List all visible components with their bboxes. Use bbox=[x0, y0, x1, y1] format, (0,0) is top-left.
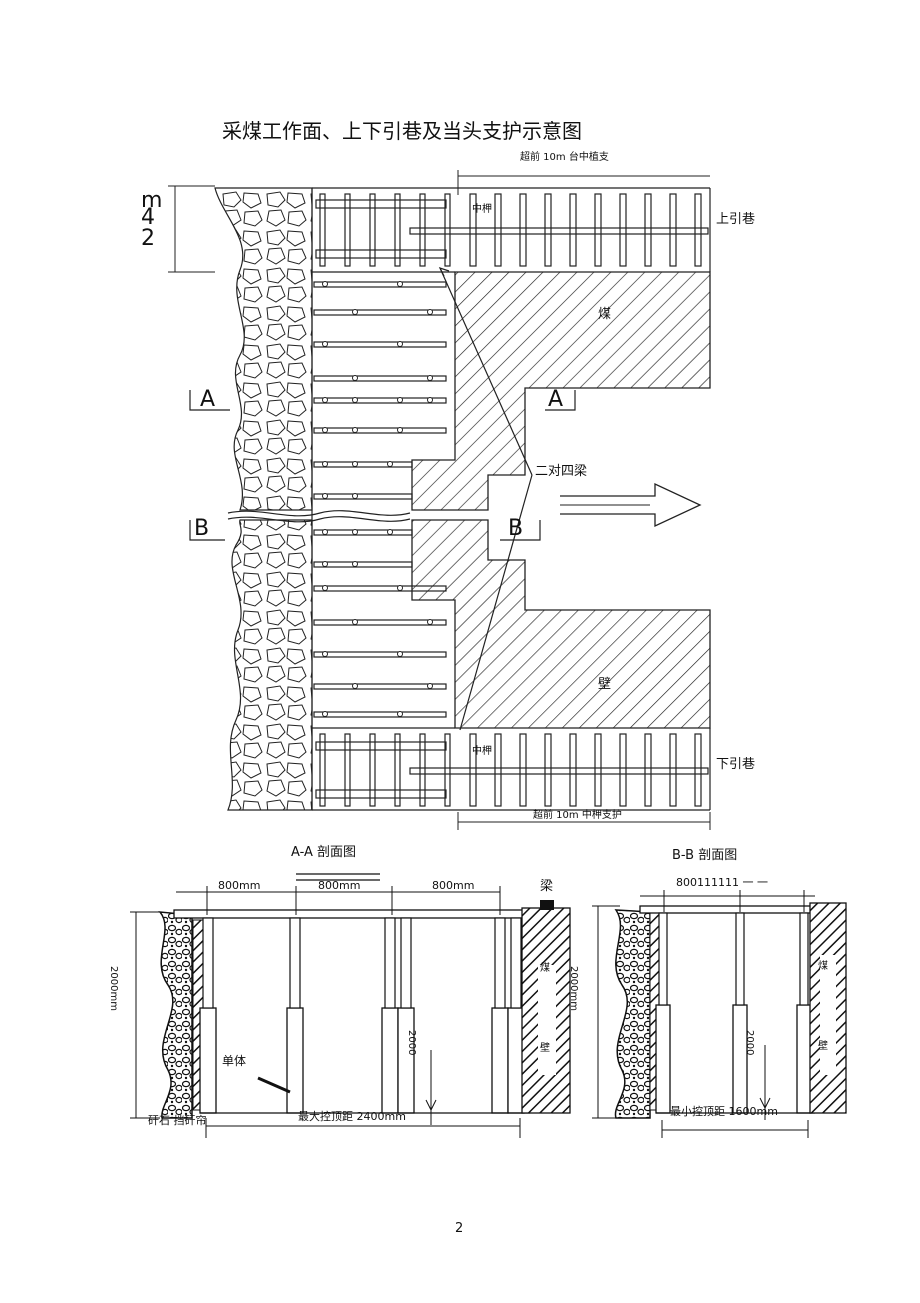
coal-seam-upper bbox=[411, 271, 711, 511]
wall-label: 壁 bbox=[598, 677, 612, 692]
height-digit-4: 4 bbox=[141, 205, 155, 230]
section-b-right: B bbox=[508, 516, 524, 541]
gob-rock-upper bbox=[214, 187, 313, 511]
gangue-curtain-label: 矸石 挡矸帘 bbox=[148, 1114, 207, 1127]
aa-dim-1: 800mm bbox=[218, 879, 261, 892]
bb-wall-side-label: 壁 bbox=[818, 1041, 828, 1052]
aa-coal-side-label: 煤 bbox=[540, 963, 550, 974]
section-a-right: A bbox=[548, 387, 564, 412]
aa-dim-2: 800mm bbox=[318, 879, 361, 892]
single-prop-label: 单体 bbox=[222, 1054, 247, 1068]
face-props bbox=[322, 281, 433, 717]
bb-height-dim: 2000mm bbox=[568, 966, 579, 1011]
coal-seam-lower bbox=[411, 519, 711, 729]
height-digit-2: 2 bbox=[141, 226, 155, 251]
mid-prop-lower-label: 中柙 bbox=[472, 746, 492, 757]
bb-coal-side-label: 煤 bbox=[818, 961, 828, 972]
lower-roadway-label: 下引巷 bbox=[716, 757, 756, 772]
bb-section-title: B-B 剖面图 bbox=[672, 848, 738, 863]
bb-section bbox=[592, 890, 847, 1138]
height-unit-m: m bbox=[141, 188, 163, 213]
aa-post-height: 2000 bbox=[406, 1030, 417, 1056]
upper-roadway-supports bbox=[315, 193, 709, 267]
two-pairs-four-beams-label: 二对四梁 bbox=[535, 464, 588, 479]
diagram-title: 采煤工作面、上下引巷及当头支护示意图 bbox=[222, 119, 582, 143]
mid-prop-upper-label: 中柙 bbox=[472, 204, 492, 215]
bb-post-height: 2000 bbox=[744, 1030, 755, 1056]
bb-dims: 800111111 一 一 bbox=[676, 876, 768, 889]
page-number: 2 bbox=[455, 1221, 464, 1236]
lower-roadway-supports bbox=[315, 733, 709, 807]
upper-roadway-label: 上引巷 bbox=[716, 212, 756, 227]
coal-label: 煤 bbox=[598, 307, 612, 322]
aa-wall-side-label: 壁 bbox=[540, 1043, 550, 1054]
max-span-label: 最大控顶距 2400mm bbox=[298, 1110, 406, 1123]
aa-dim-3: 800mm bbox=[432, 879, 475, 892]
section-b-left: B bbox=[194, 516, 210, 541]
aa-height-dim: 2000mm bbox=[108, 966, 119, 1011]
lower-advance-note: 超前 10m 中柙支护 bbox=[533, 810, 622, 821]
upper-advance-note: 超前 10m 台中植支 bbox=[520, 152, 609, 163]
section-a-left: A bbox=[200, 387, 216, 412]
face-beams bbox=[313, 281, 447, 718]
beam-label: 梁 bbox=[540, 879, 554, 894]
aa-section-title: A-A 剖面图 bbox=[291, 845, 357, 860]
min-span-label: 最小控顶距 1600mm bbox=[670, 1105, 778, 1118]
aa-section bbox=[130, 873, 571, 1138]
gob-rock-lower bbox=[227, 519, 313, 811]
